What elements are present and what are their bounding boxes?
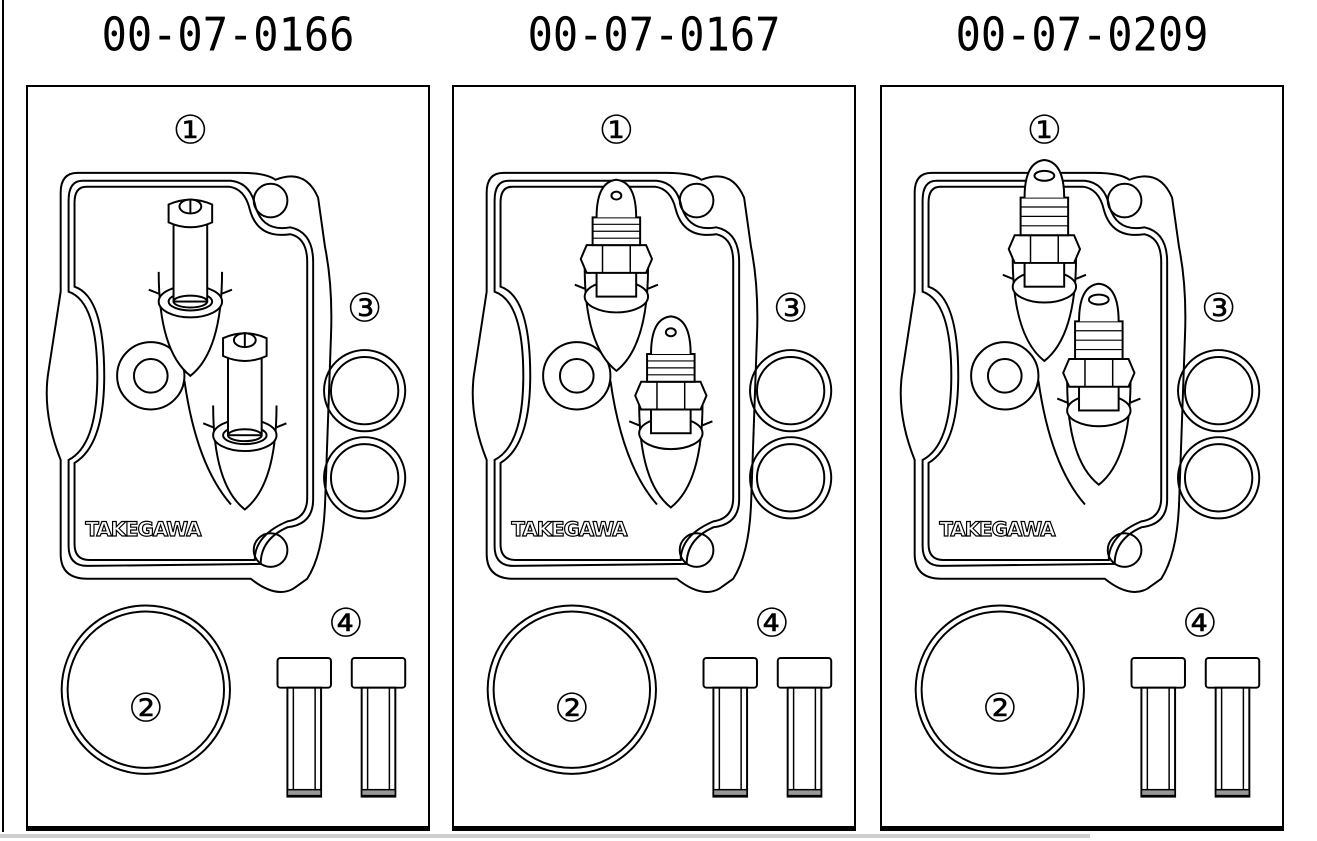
cover-gasket-groove xyxy=(493,179,741,567)
callout-o-ring: ③ xyxy=(1201,285,1237,331)
o-ring xyxy=(1177,349,1261,433)
o-ring xyxy=(749,436,833,520)
bolt-head xyxy=(1204,656,1261,689)
bolt-shank xyxy=(712,686,749,798)
bolt-hole xyxy=(1106,182,1143,219)
fitting-hose-barb xyxy=(148,198,233,378)
parts-drawing: TAKEGAWA ① ③ ④ ② xyxy=(45,107,407,798)
fitting-flare xyxy=(1056,282,1141,486)
kit-panel-0166: TAKEGAWA ① ③ ④ ② xyxy=(26,85,430,828)
cover-outer-edge xyxy=(45,171,333,593)
o-ring xyxy=(749,349,833,433)
hex-nut xyxy=(1007,234,1082,264)
barb-tube xyxy=(172,219,209,303)
kit-panel-0209: TAKEGAWA ① ③ ④ ② xyxy=(880,85,1284,828)
gasket-ring xyxy=(60,604,231,775)
callout-gasket: ② xyxy=(554,685,590,731)
callout-cover: ① xyxy=(1027,107,1063,153)
gasket-ring xyxy=(914,604,1085,775)
bolt-hole xyxy=(252,182,289,219)
callout-bolt: ④ xyxy=(328,600,364,646)
fitting-hose-barb xyxy=(202,332,287,511)
kit-panel-0167: TAKEGAWA ① ③ ④ ② xyxy=(452,85,856,828)
fitting-tip xyxy=(650,315,692,355)
callout-cover: ① xyxy=(173,107,208,153)
page-left-border xyxy=(2,0,4,832)
fitting-flange xyxy=(628,420,713,427)
barb-tube xyxy=(227,353,263,437)
fitting-nipple xyxy=(574,178,659,373)
bolt-hole xyxy=(678,532,715,568)
callout-bolt: ④ xyxy=(754,600,790,646)
fitting-tip xyxy=(1078,282,1120,322)
takegawa-logo: TAKEGAWA xyxy=(939,518,1056,541)
fitting-flange xyxy=(1056,397,1141,404)
part-number-title: 00-07-0209 xyxy=(955,7,1209,62)
socket-bolt xyxy=(276,656,332,798)
cover-gasket-groove xyxy=(67,179,315,567)
fitting-nipple xyxy=(628,315,713,509)
callout-gasket: ② xyxy=(128,685,164,731)
callout-bolt: ④ xyxy=(1182,600,1218,646)
bolt-hole xyxy=(252,532,289,568)
mount-boss xyxy=(116,341,186,411)
fitting-flange xyxy=(202,422,287,429)
callout-gasket: ② xyxy=(982,685,1018,731)
socket-bolt xyxy=(350,656,407,798)
bolt-head xyxy=(1130,656,1186,689)
bolt-hole xyxy=(678,182,715,219)
takegawa-logo: TAKEGAWA xyxy=(511,518,628,541)
callout-cover: ① xyxy=(599,107,635,153)
bolt-head xyxy=(702,656,758,689)
socket-bolt xyxy=(702,656,758,798)
hex-nut xyxy=(579,244,654,274)
valve-cover: TAKEGAWA xyxy=(471,171,759,593)
gasket-ring xyxy=(486,604,657,775)
cover-outer-edge xyxy=(899,171,1187,593)
mount-boss xyxy=(542,341,612,411)
horizontal-scrollbar[interactable] xyxy=(0,834,1090,838)
mount-boss-hole xyxy=(986,357,1023,394)
fitting-flange xyxy=(148,288,233,295)
parts-drawing: TAKEGAWA ① ③ ④ ② xyxy=(899,107,1261,798)
bolt-shank xyxy=(286,686,323,798)
bolt-shank xyxy=(360,686,397,798)
bolt-shank xyxy=(1140,686,1177,798)
bolt-shank xyxy=(1214,686,1251,798)
socket-bolt xyxy=(1130,656,1186,798)
valve-cover: TAKEGAWA xyxy=(899,158,1187,593)
callout-o-ring: ③ xyxy=(773,285,809,331)
hex-nut xyxy=(1062,357,1136,388)
bolt-head xyxy=(776,656,833,689)
part-number-title: 00-07-0167 xyxy=(527,7,781,62)
cover-outer-edge xyxy=(471,171,759,593)
fitting-flare xyxy=(1002,158,1087,363)
hex-nut xyxy=(634,380,708,411)
takegawa-logo: TAKEGAWA xyxy=(85,518,202,541)
socket-bolt xyxy=(776,656,833,798)
bolt-shank xyxy=(786,686,823,798)
bolt-hole xyxy=(1106,532,1143,568)
part-number-title: 00-07-0166 xyxy=(101,7,355,62)
fitting-flange xyxy=(1002,273,1087,280)
parts-drawing: TAKEGAWA ① ③ ④ ② xyxy=(471,107,833,798)
socket-bolt xyxy=(1204,656,1261,798)
o-ring xyxy=(323,436,407,520)
callout-o-ring: ③ xyxy=(347,285,383,331)
o-ring xyxy=(323,349,407,433)
mount-boss-hole xyxy=(132,357,169,394)
cover-gasket-groove xyxy=(921,179,1169,567)
valve-cover: TAKEGAWA xyxy=(45,171,333,593)
mount-boss xyxy=(970,341,1040,411)
fitting-tip xyxy=(1023,158,1066,198)
mount-boss-hole xyxy=(558,357,595,394)
fitting-flange xyxy=(574,283,659,290)
bolt-head xyxy=(276,656,332,689)
o-ring xyxy=(1177,436,1261,520)
bolt-head xyxy=(350,656,407,689)
